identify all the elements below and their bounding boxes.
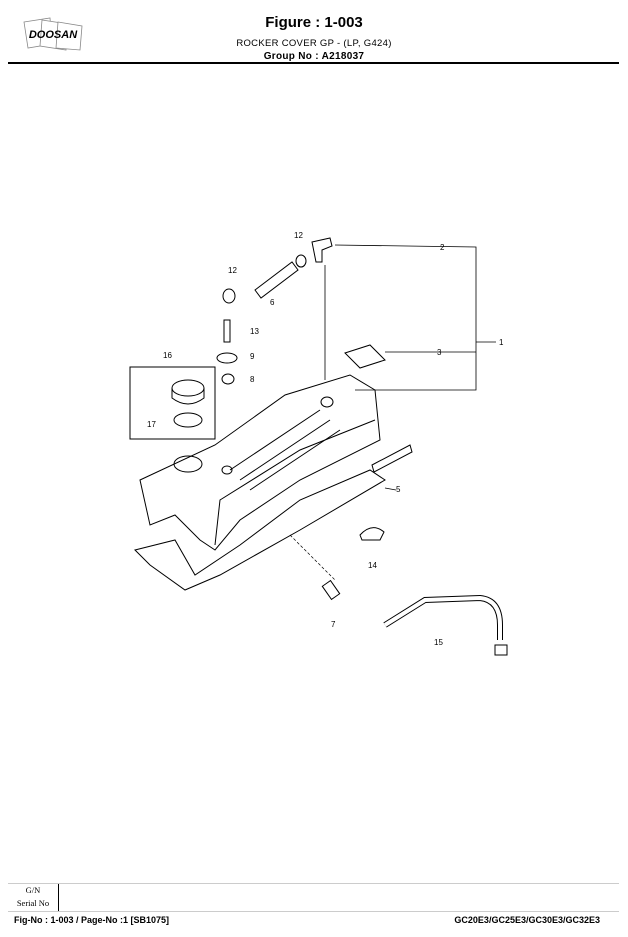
callout-16: 16 xyxy=(163,351,172,360)
figure-description: ROCKER COVER GP - (LP, G424) xyxy=(236,38,392,49)
callout-15: 15 xyxy=(434,638,443,647)
gn-label: G/N xyxy=(25,885,41,895)
callout-5: 5 xyxy=(396,485,401,494)
header-divider xyxy=(8,62,619,64)
callout-8: 8 xyxy=(250,375,255,384)
callout-12a: 12 xyxy=(294,231,303,240)
doosan-logo: DOOSAN xyxy=(20,14,86,54)
fig-page-number: Fig-No : 1-003 / Page-No :1 [SB1075] xyxy=(14,915,170,925)
footer-divider-top xyxy=(8,883,619,884)
svg-text:DOOSAN: DOOSAN xyxy=(29,29,78,41)
footer-divider-bottom xyxy=(8,911,619,912)
callout-12b: 12 xyxy=(228,266,237,275)
callout-2: 2 xyxy=(440,243,445,252)
model-list: GC20E3/GC25E3/GC30E3/GC32E3 xyxy=(454,915,600,925)
callout-7: 7 xyxy=(331,620,336,629)
callout-13: 13 xyxy=(250,327,259,336)
parts-diagram: 2 12 12 6 13 9 8 16 17 3 1 5 14 7 15 xyxy=(129,231,508,656)
gn-serial-box: G/N Serial No xyxy=(8,884,59,912)
serial-label: Serial No xyxy=(16,898,50,908)
callout-17: 17 xyxy=(147,420,156,429)
callout-1: 1 xyxy=(499,338,504,347)
group-number: Group No : A218037 xyxy=(263,51,365,62)
callout-9: 9 xyxy=(250,352,255,361)
callout-3: 3 xyxy=(437,348,442,357)
callout-6: 6 xyxy=(270,298,275,307)
figure-title: Figure : 1-003 xyxy=(265,14,363,31)
callout-14: 14 xyxy=(368,561,377,570)
